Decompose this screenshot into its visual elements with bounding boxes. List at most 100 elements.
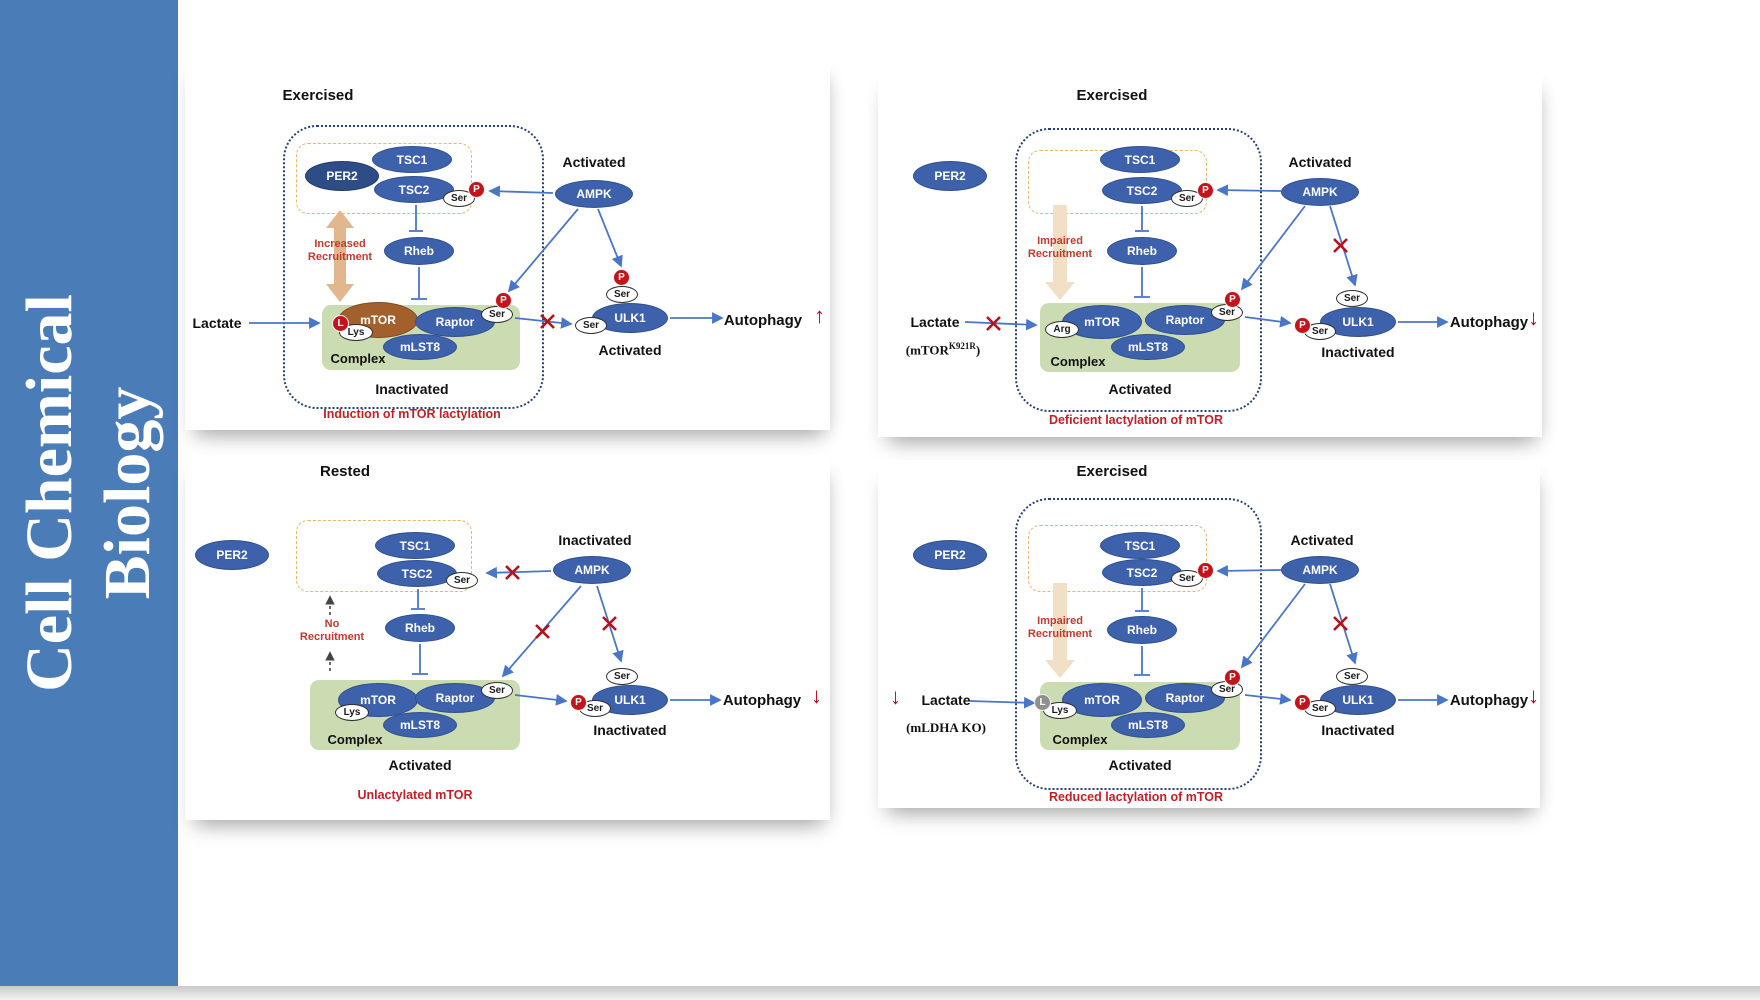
mutant-note-base: (mTOR: [905, 342, 949, 358]
lys-site: Lys: [335, 704, 369, 721]
autophagy-up-arrow: ↑: [814, 303, 825, 328]
complex-state-label: Activated: [1108, 757, 1172, 773]
recruitment-line2: Recruitment: [1027, 628, 1093, 640]
raptor-ser-site: Ser: [481, 306, 513, 323]
autophagy-label: Autophagy: [1449, 314, 1529, 331]
red-x: [540, 314, 555, 329]
ulk1-ser-top-site: Ser: [1336, 290, 1368, 307]
ulk1-phospho-badge: P: [1294, 317, 1311, 334]
tsc1-node: TSC1: [372, 146, 452, 173]
ulk1-state-label: Inactivated: [1321, 722, 1395, 738]
complex-state-label: Activated: [388, 757, 452, 773]
raptor-phospho-badge: P: [1224, 669, 1241, 686]
lactyl-badge: L: [332, 315, 349, 332]
ampk-state-label: Activated: [1288, 154, 1352, 170]
ulk1-ser-left-site: Ser: [575, 317, 607, 334]
tsc2-ser-site: Ser: [443, 190, 475, 207]
autophagy-down-arrow: ↓: [1528, 305, 1539, 330]
cell-boundary: [283, 125, 544, 409]
arrows-layer: [325, 565, 722, 706]
panel-title: Rested: [319, 463, 371, 480]
autophagy-down-arrow: ↓: [811, 683, 822, 708]
mlst8-node: mLST8: [383, 712, 457, 738]
complex-state-label: Activated: [1108, 381, 1172, 397]
recruitment-label: Increased Recruitment: [290, 238, 390, 264]
rheb-node: Rheb: [384, 237, 454, 265]
tsc2-node: TSC2: [374, 176, 454, 203]
recruitment-line1: Impaired: [1037, 235, 1083, 247]
rheb-node: Rheb: [1107, 237, 1177, 265]
autophagy-label: Autophagy: [1449, 692, 1529, 709]
raptor-phospho-badge: P: [495, 292, 512, 309]
tsc1-node: TSC1: [375, 532, 455, 559]
ulk1-ser-top-site: Ser: [606, 286, 638, 303]
mlst8-node: mLST8: [383, 334, 457, 360]
journal-sidebar: Cell Chemical Biology: [0, 0, 178, 986]
ulk1-ser-top-site: Ser: [1336, 668, 1368, 685]
page-edge-shadow: [0, 986, 1760, 1000]
lactate-label: Lactate: [910, 314, 960, 330]
cell-boundary: [1015, 128, 1262, 412]
autophagy-label: Autophagy: [723, 312, 803, 329]
arg-site: Arg: [1045, 321, 1079, 338]
rheb-node: Rheb: [1107, 616, 1177, 644]
recruitment-line2: Recruitment: [307, 251, 373, 263]
ulk1-ser-left-site: Ser: [1304, 700, 1336, 717]
complex-label: Complex: [1050, 354, 1106, 369]
ulk1-state-label: Inactivated: [1321, 344, 1395, 360]
ulk1-phospho-badge: P: [1294, 694, 1311, 711]
ampk-node: AMPK: [1281, 178, 1359, 206]
mlst8-node: mLST8: [1111, 712, 1185, 738]
recruitment-label: Impaired Recruitment: [1010, 235, 1110, 261]
complex-label: Complex: [327, 732, 383, 747]
recruitment-line1: Increased: [314, 238, 366, 250]
raptor-phospho-badge: P: [1224, 291, 1241, 308]
red-x: [535, 624, 550, 639]
per2-node: PER2: [913, 161, 987, 191]
red-x: [986, 316, 1001, 331]
tsc2-node: TSC2: [1102, 559, 1182, 586]
panel-title: Exercised: [1076, 463, 1148, 480]
panel-caption: Unlactylated mTOR: [357, 788, 473, 802]
mutant-note: (mTORK921R): [878, 341, 1008, 358]
recruitment-arrow: [1045, 583, 1075, 678]
rheb-node: Rheb: [385, 614, 455, 642]
lactate-label: Lactate: [921, 692, 971, 708]
per2-tsc-region: [296, 520, 472, 592]
complex-to-ulk1-arrow: [514, 317, 573, 329]
ampk-to-complex-arrow: [1240, 205, 1306, 291]
complex-state-label: Inactivated: [375, 381, 449, 397]
ampk-to-ulk1-arrow: [1329, 583, 1358, 665]
per2-tsc-region: [1028, 525, 1207, 592]
recruitment-label: No Recruitment: [282, 618, 382, 644]
complex-to-ulk1-arrow: [514, 694, 568, 706]
journal-title-line2: Biology: [91, 386, 164, 600]
ampk-state-label: Activated: [562, 154, 626, 170]
lactate-arrow: [964, 318, 1038, 331]
tsc2-phospho-badge: P: [468, 181, 485, 198]
autophagy-down-arrow: ↓: [1528, 683, 1539, 708]
journal-title: Cell Chemical Biology: [0, 0, 178, 986]
ampk-state-label: Activated: [1290, 532, 1354, 548]
journal-title-line1: Cell Chemical: [13, 294, 86, 692]
recruitment-line2: Recruitment: [1027, 248, 1093, 260]
mutant-note-sup: K921R: [948, 341, 976, 351]
knockout-note: (mLDHA KO): [906, 720, 986, 735]
ampk-to-tsc2-arrow: [485, 566, 552, 579]
panel-title: Exercised: [1076, 87, 1148, 104]
mtor-node: mTOR: [338, 683, 418, 717]
ulk1-state-label: Inactivated: [593, 722, 667, 738]
ampk-to-complex-arrow: [1240, 583, 1306, 669]
per2-node: PER2: [913, 540, 987, 570]
ulk1-phospho-badge: P: [570, 694, 587, 711]
panel-title: Exercised: [282, 87, 354, 104]
red-x: [1333, 616, 1348, 631]
red-x: [505, 565, 520, 580]
ulk1-state-label: Activated: [598, 342, 662, 358]
panel-caption: Induction of mTOR lactylation: [323, 407, 501, 421]
mutant-note-close: ): [975, 342, 981, 358]
tsc2-node: TSC2: [1102, 177, 1182, 204]
recruitment-arrow: [1045, 205, 1075, 300]
arrows-layer: [964, 184, 1449, 331]
